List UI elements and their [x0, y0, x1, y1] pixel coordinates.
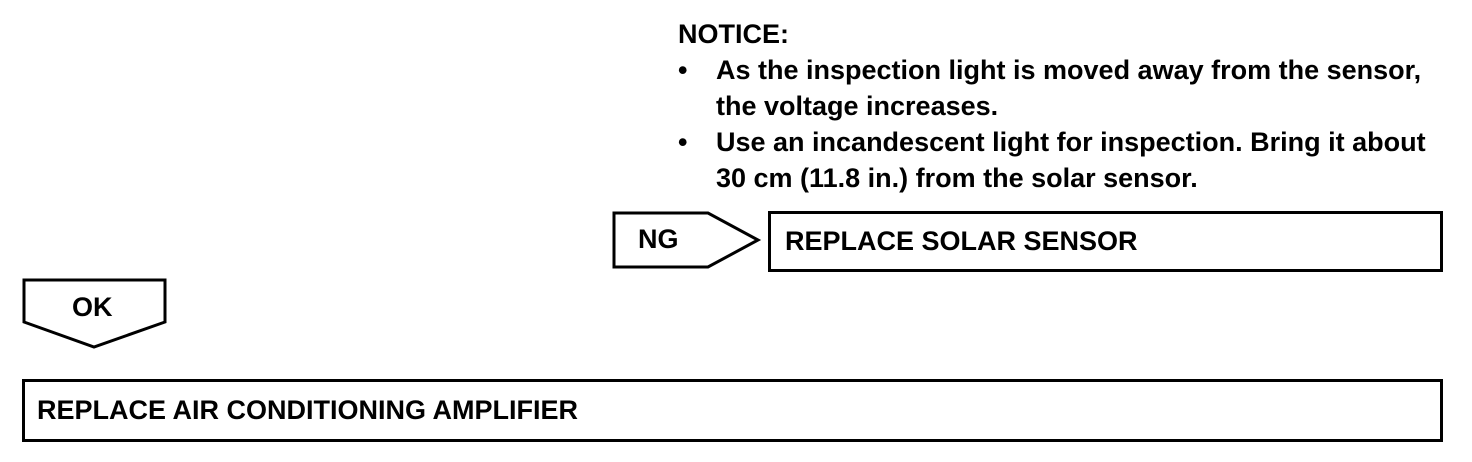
- replace-amplifier-text: REPLACE AIR CONDITIONING AMPLIFIER: [37, 395, 579, 425]
- ng-label: NG: [638, 224, 679, 254]
- notice-list: • As the inspection light is moved away …: [678, 52, 1458, 196]
- notice-item-text: As the inspection light is moved away fr…: [716, 55, 1422, 121]
- bullet-icon: •: [678, 127, 688, 157]
- ok-label: OK: [72, 292, 113, 322]
- bullet-icon: •: [678, 55, 688, 85]
- notice-item: • Use an incandescent light for inspecti…: [678, 124, 1458, 196]
- replace-amplifier-box: REPLACE AIR CONDITIONING AMPLIFIER: [22, 379, 1443, 442]
- replace-solar-sensor-text: REPLACE SOLAR SENSOR: [785, 226, 1138, 256]
- ng-arrow-shape: [612, 211, 762, 269]
- ok-arrow-shape: [22, 278, 167, 349]
- notice-title: NOTICE:: [678, 19, 789, 49]
- notice-item-text: Use an incandescent light for inspection…: [716, 127, 1426, 193]
- notice-block: NOTICE: • As the inspection light is mov…: [678, 16, 1458, 196]
- replace-solar-sensor-box: REPLACE SOLAR SENSOR: [768, 211, 1443, 272]
- notice-item: • As the inspection light is moved away …: [678, 52, 1458, 124]
